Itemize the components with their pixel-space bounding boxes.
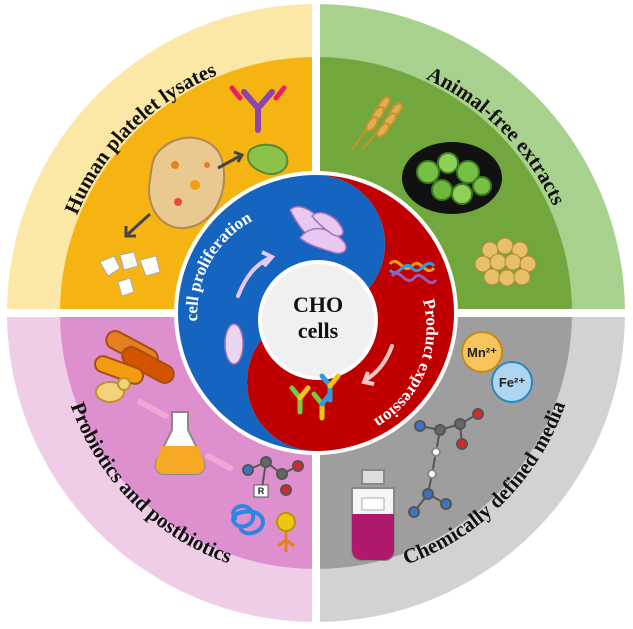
yeast-icon [95, 377, 131, 403]
manganese-ion-label: Mn²⁺ [467, 345, 497, 360]
flask-icon [154, 411, 206, 475]
peptide-knot-icon [231, 504, 265, 536]
antibody-icon [229, 85, 287, 133]
animal-free-illustration [351, 96, 537, 287]
iron-ion-icon [491, 361, 533, 403]
arrowhead-icon [261, 250, 276, 268]
wheat-icon [351, 96, 403, 151]
single-cho-cell-icon [224, 323, 244, 365]
arrow-icon [205, 453, 233, 471]
arrow-icon [137, 399, 169, 419]
amino-acid-molecule-icon [242, 456, 304, 498]
curved-arrow-icon [236, 256, 272, 298]
platelet-granule-icon [204, 162, 210, 168]
algae-cells-icon [402, 142, 502, 214]
bacteria-icon [94, 330, 175, 385]
platelet-granule-icon [190, 180, 200, 190]
soybean-icon [474, 237, 537, 287]
lollipop-molecule-icon [276, 512, 296, 552]
platelet-granule-icon [171, 161, 179, 169]
growth-factor-icon [246, 143, 289, 176]
crystal-fragment-icon [117, 277, 135, 297]
curved-arrow-icon [364, 344, 394, 382]
r-group-label: R [258, 486, 265, 496]
dna-helix-icon [388, 260, 438, 284]
crystal-fragment-icon [99, 255, 121, 277]
platelet-granule-icon [174, 198, 182, 206]
cho-cell-cluster-icon [289, 205, 347, 254]
center-circle [258, 260, 378, 380]
center-label-line2: cells [298, 318, 339, 343]
probiotics-illustration: R [94, 330, 304, 552]
arrow-icon [217, 150, 245, 170]
arrow-icon [124, 212, 152, 238]
crystal-fragment-icon [119, 251, 139, 271]
manganese-ion-icon [461, 331, 503, 373]
crystal-fragment-icon [139, 255, 161, 277]
chemically-defined-illustration: Mn²⁺ Fe²⁺ [351, 331, 533, 561]
arrowhead-icon [361, 371, 375, 386]
molecule-chain-icon [408, 408, 484, 518]
platelet-blob-icon [148, 136, 226, 230]
media-bottle-icon [351, 469, 395, 561]
center-label-line1: CHO [293, 292, 343, 317]
antibody-product-icon [289, 373, 341, 421]
platelet-lysate-illustration [99, 85, 289, 297]
iron-ion-label: Fe²⁺ [499, 375, 526, 390]
